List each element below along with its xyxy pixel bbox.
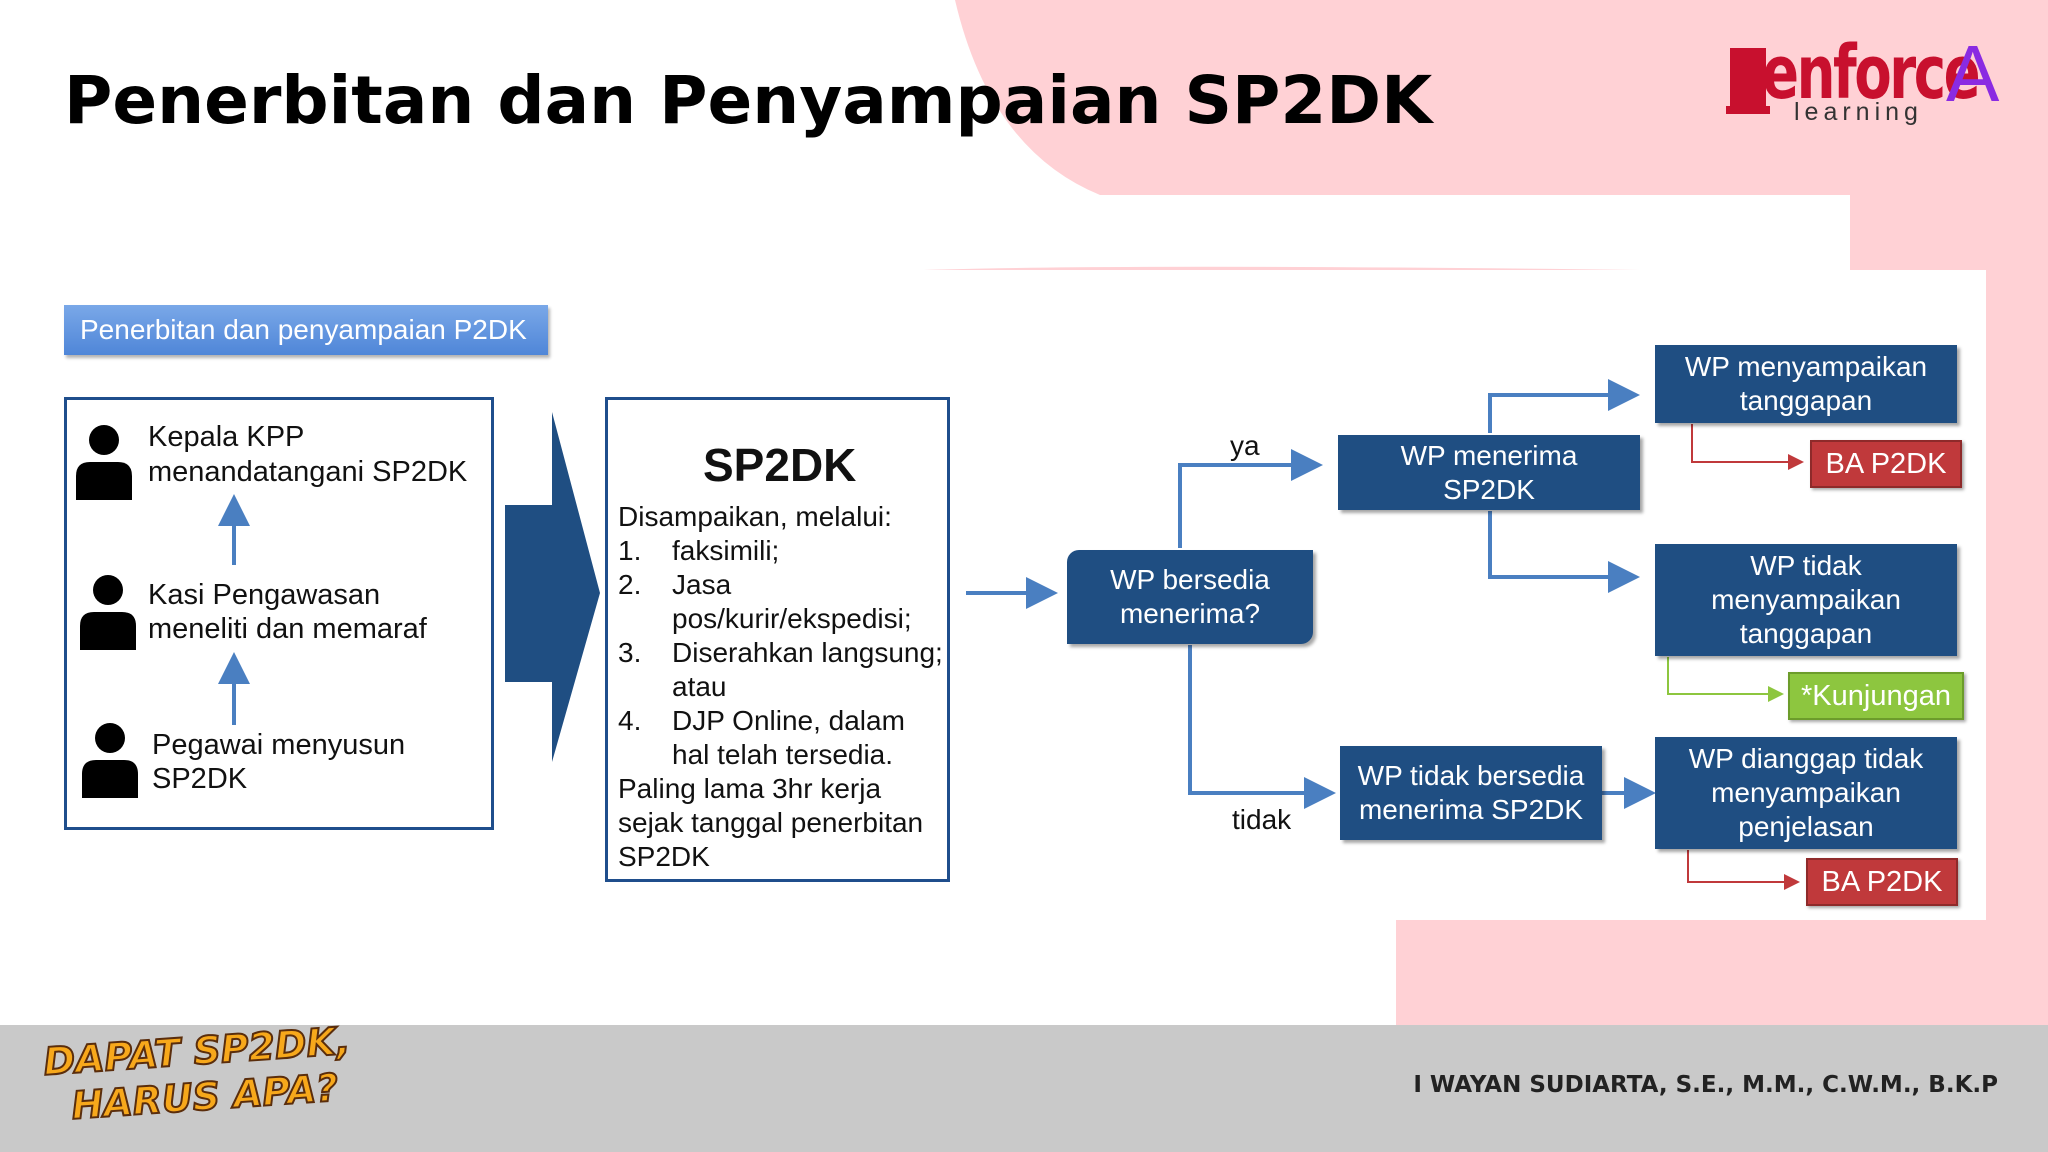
actor-1-line2: menandatangani SP2DK <box>148 456 468 488</box>
person-icon <box>76 425 132 500</box>
reject-line1: WP tidak bersedia <box>1357 760 1585 791</box>
sp2dk-item-2-num: 2. <box>618 569 642 600</box>
sp2dk-footer-line2: sejak tanggal penerbitan <box>618 807 924 838</box>
sp2dk-item-3-num: 3. <box>618 637 642 668</box>
reject-box: WP tidak bersedia menerima SP2DK <box>1340 746 1602 840</box>
no-respond-line2: menyampaikan <box>1711 584 1901 615</box>
accept-box: WP menerima SP2DK <box>1338 435 1640 510</box>
page-title: Penerbitan dan Penyampaian SP2DK <box>64 62 1433 139</box>
enforce-logo <box>1726 42 1996 132</box>
no-respond-box: WP tidak menyampaikan tanggapan <box>1655 544 1957 656</box>
sp2dk-item-1-num: 1. <box>618 535 642 566</box>
sp2dk-item-4-num: 4. <box>618 705 642 736</box>
ba-p2dk-box-2: BA P2DK <box>1806 858 1958 906</box>
person-icon <box>82 723 138 798</box>
logo-accent: A <box>1946 29 2000 118</box>
respond-line1: WP menyampaikan <box>1684 351 1928 382</box>
no-respond-line1: WP tidak <box>1750 550 1862 581</box>
decision-line2: menerima? <box>1119 598 1261 629</box>
actor-2-line1: Kasi Pengawasan <box>148 579 381 611</box>
sp2dk-item-4-line1: DJP Online, dalam <box>672 705 905 736</box>
ba-p2dk-box-1: BA P2DK <box>1810 440 1962 488</box>
no-label: tidak <box>1232 804 1292 835</box>
sp2dk-intro: Disampaikan, melalui: <box>618 501 892 532</box>
logo-subtitle: learning <box>1794 98 1923 126</box>
sp2dk-title: SP2DK <box>703 439 857 491</box>
no-respond-line3: tanggapan <box>1739 618 1873 649</box>
respond-line2: tanggapan <box>1739 385 1873 416</box>
book-icon <box>1726 48 1770 114</box>
logo-text: enforce <box>1762 30 1981 116</box>
actors-box <box>64 397 494 830</box>
accept-line2: SP2DK <box>1443 473 1535 505</box>
sp2dk-item-1: faksimili; <box>672 535 780 566</box>
sp2dk-item-3-line2: atau <box>672 671 727 702</box>
sp2dk-footer-line1: Paling lama 3hr kerja <box>618 773 882 804</box>
actor-3-line2: SP2DK <box>152 763 248 795</box>
section-header-tag: Penerbitan dan penyampaian P2DK <box>64 305 548 355</box>
deemed-line1: WP dianggap tidak <box>1688 743 1924 774</box>
footer-bar <box>0 1025 2048 1152</box>
deemed-line3: penjelasan <box>1738 811 1874 842</box>
deemed-box: WP dianggap tidak menyampaikan penjelasa… <box>1655 737 1957 849</box>
author-name: I WAYAN SUDIARTA, S.E., M.M., C.W.M., B.… <box>1413 1072 1998 1098</box>
actor-3-line1: Pegawai menyusun <box>152 729 406 761</box>
accept-line1: WP menerima <box>1400 439 1578 471</box>
decision-line1: WP bersedia <box>1110 564 1270 595</box>
sp2dk-item-3-line1: Diserahkan langsung; <box>672 637 943 668</box>
person-icon <box>80 575 136 650</box>
sp2dk-box <box>605 397 950 882</box>
actor-2-line2: meneliti dan memaraf <box>148 613 427 645</box>
actor-1-line1: Kepala KPP <box>148 421 305 453</box>
yes-label: ya <box>1230 430 1260 461</box>
sp2dk-item-2-line1: Jasa <box>672 569 732 600</box>
sp2dk-item-4-line2: hal telah tersedia. <box>672 739 894 770</box>
sp2dk-item-2-line2: pos/kurir/ekspedisi; <box>672 603 912 634</box>
reject-line2: menerima SP2DK <box>1358 794 1584 825</box>
deemed-line2: menyampaikan <box>1711 777 1901 808</box>
respond-box: WP menyampaikan tanggapan <box>1655 345 1957 423</box>
decision-box: WP bersedia menerima? <box>1067 550 1313 644</box>
sp2dk-footer-line3: SP2DK <box>618 841 710 872</box>
kunjungan-box: *Kunjungan <box>1788 672 1964 720</box>
